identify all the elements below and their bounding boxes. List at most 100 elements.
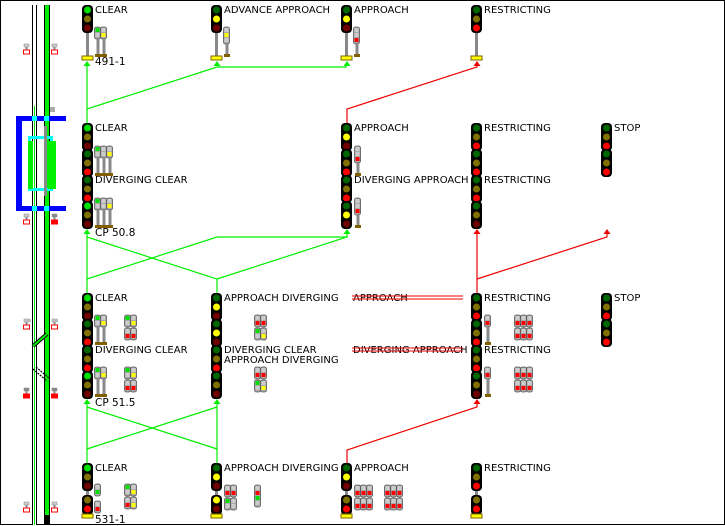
aspect-label: CLEAR	[95, 5, 128, 16]
signal-lamp	[84, 496, 91, 504]
signal-cp515-diverging-restricting	[471, 345, 533, 399]
route-arrow	[83, 61, 91, 66]
trackside-pad	[53, 319, 58, 322]
signal-cp515-diverging-clear-approach-diverging	[211, 345, 267, 399]
dwarf-lamp	[95, 321, 100, 325]
dwarf-lamp	[95, 199, 100, 203]
signal-lamp	[473, 464, 480, 472]
signal-lamp	[213, 294, 220, 302]
dwarf-mast	[102, 379, 106, 394]
dwarf-lamp	[367, 486, 372, 490]
dwarf-lamp	[125, 321, 130, 325]
dwarf-lamp	[527, 373, 532, 377]
signal-mast	[86, 491, 89, 497]
dwarf-lamp	[101, 199, 106, 203]
dwarf-lamp	[255, 316, 260, 320]
dwarf-lamp	[354, 28, 359, 32]
signals	[81, 5, 612, 519]
dwarf-lamp	[101, 152, 106, 156]
signal-lamp	[603, 150, 610, 158]
dwarf-lamp	[95, 28, 100, 32]
dwarf-lamp	[515, 321, 520, 325]
trackside-lamp	[23, 324, 30, 330]
dwarf-mast	[486, 379, 490, 394]
route-line	[86, 66, 347, 110]
dwarf-lamp	[95, 373, 100, 377]
trackside-mast	[25, 217, 28, 220]
trackside-mast	[53, 217, 56, 220]
signal-cp508-diverging-clear	[82, 175, 113, 229]
signal-lamp	[473, 364, 480, 372]
dwarf-base	[101, 54, 107, 57]
signal-lamp	[603, 159, 610, 167]
dwarf-lamp	[255, 329, 260, 333]
dwarf-lamp	[107, 152, 112, 156]
dwarf-lamp	[225, 499, 230, 503]
dwarf-lamp	[261, 321, 266, 325]
aspect-label: RESTRICTING	[484, 5, 551, 16]
signal-lamp	[84, 24, 91, 32]
signal-lamp	[84, 364, 91, 372]
dwarf-lamp	[231, 504, 236, 508]
dwarf-lamp	[107, 147, 112, 151]
signal-base	[81, 513, 94, 519]
route-line	[216, 231, 348, 280]
signal-lamp	[343, 124, 350, 132]
trackside-lamp	[51, 393, 58, 399]
signal-lamp	[473, 390, 480, 398]
dwarf-lamp	[385, 491, 390, 495]
signal-mast	[475, 33, 478, 56]
trackside-head	[23, 43, 30, 48]
dwarf-lamp	[361, 486, 366, 490]
dwarf-lamp	[224, 33, 229, 37]
trackside-mast	[53, 47, 56, 50]
location-label: 491-1	[95, 56, 126, 68]
dwarf-base	[355, 225, 361, 228]
signal-lamp	[213, 473, 220, 481]
dwarf-mast	[356, 215, 360, 225]
signal-mast	[86, 33, 89, 56]
dwarf-lamp	[131, 316, 136, 320]
dwarf-lamp	[397, 491, 402, 495]
signal-lamp	[213, 320, 220, 328]
trackside-head	[23, 387, 30, 392]
trackside-lamp	[23, 507, 30, 513]
aspect-label: DIVERGING APPROACH	[354, 175, 469, 186]
trackside-signal	[23, 501, 30, 513]
route-arrow	[473, 61, 481, 66]
signal-cp508-clear	[82, 123, 113, 177]
signal-lamp	[473, 6, 480, 14]
dwarf-lamp	[521, 316, 526, 320]
dwarf-lamp	[485, 368, 490, 372]
dwarf-lamp	[391, 486, 396, 490]
dwarf-lamp	[255, 491, 260, 495]
signal-lamp	[84, 194, 91, 202]
trackside-signals	[23, 43, 58, 513]
signal-lamp	[473, 168, 480, 176]
dwarf-lamp	[355, 504, 360, 508]
aspect-label: APPROACH	[354, 463, 409, 474]
signal-lamp	[84, 482, 91, 490]
trackside-head	[51, 501, 58, 506]
signal-lamp	[473, 303, 480, 311]
aspect-label: RESTRICTING	[484, 175, 551, 186]
trackside-head	[51, 43, 58, 48]
dwarf-lamp	[385, 486, 390, 490]
signal-lamp	[84, 159, 91, 167]
signal-lamp	[84, 303, 91, 311]
dwarf-lamp	[397, 499, 402, 503]
dwarf-lamp	[95, 147, 100, 151]
aspect-label: RESTRICTING	[484, 123, 551, 134]
signal-base	[340, 513, 353, 519]
aspect-label: CLEAR	[95, 123, 128, 134]
signal-lamp	[84, 338, 91, 346]
signal-cp515-approach-diverging	[211, 293, 267, 347]
dwarf-lamp	[355, 499, 360, 503]
signal-lamp	[343, 159, 350, 167]
dwarf-lamp	[125, 381, 130, 385]
interlocking-cp508[interactable]	[16, 116, 66, 211]
signal-lamp	[343, 168, 350, 176]
signal-lamp	[84, 312, 91, 320]
signal-lamp	[213, 364, 220, 372]
dwarf-lamp	[125, 503, 130, 507]
